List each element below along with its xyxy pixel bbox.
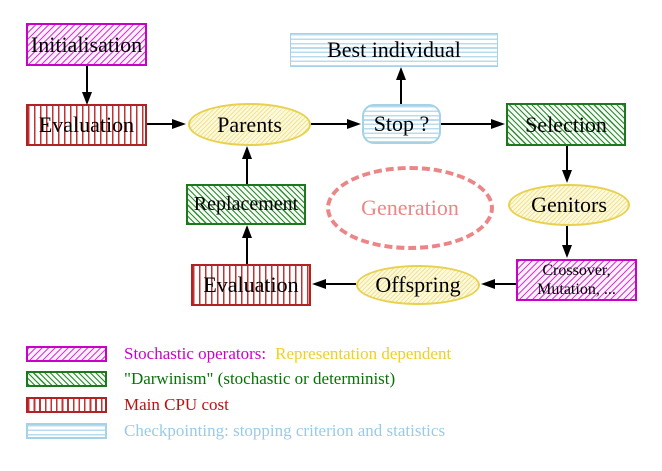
legend-label-cpu-cost: Main CPU cost [124, 395, 229, 414]
node-stop: Stop ? [362, 104, 441, 144]
crossover-line1: Crossover, [542, 262, 611, 279]
legend-swatch-stochastic-operators [26, 346, 107, 362]
node-evaluation-top: Evaluation [26, 104, 147, 146]
legend-row-darwinism: "Darwinism" (stochastic or determinist) [26, 369, 395, 389]
legend-label-darwinism: "Darwinism" (stochastic or determinist) [124, 369, 396, 388]
crossover-line2: Mutation, ... [537, 281, 616, 298]
node-selection: Selection [506, 103, 626, 146]
legend-swatch-checkpointing [26, 423, 107, 439]
legend-swatch-cpu-cost [26, 397, 107, 413]
node-replacement: Replacement [186, 184, 306, 225]
legend-label-representation-dependent: Representation dependent [275, 344, 452, 363]
legend-row-checkpointing: Checkpointing: stopping criterion and st… [26, 421, 445, 441]
node-evaluation-bottom: Evaluation [191, 264, 311, 306]
generation-cycle-ellipse: Generation [326, 166, 494, 250]
legend-label-stochastic-operators: Stochastic operators: [124, 344, 267, 363]
legend-label-checkpointing: Checkpointing: stopping criterion and st… [124, 421, 446, 440]
legend-row-cpu-cost: Main CPU cost [26, 395, 229, 415]
node-offspring: Offspring [356, 265, 480, 305]
node-genitors: Genitors [508, 184, 630, 226]
legend-swatch-darwinism [26, 371, 107, 387]
node-parents: Parents [188, 103, 311, 146]
node-best-individual: Best individual [290, 33, 498, 67]
legend-row-stochastic: Stochastic operators: Representation dep… [26, 344, 451, 364]
node-crossover-mutation: Crossover, Mutation, ... [516, 259, 637, 301]
node-initialisation: Initialisation [26, 23, 147, 66]
